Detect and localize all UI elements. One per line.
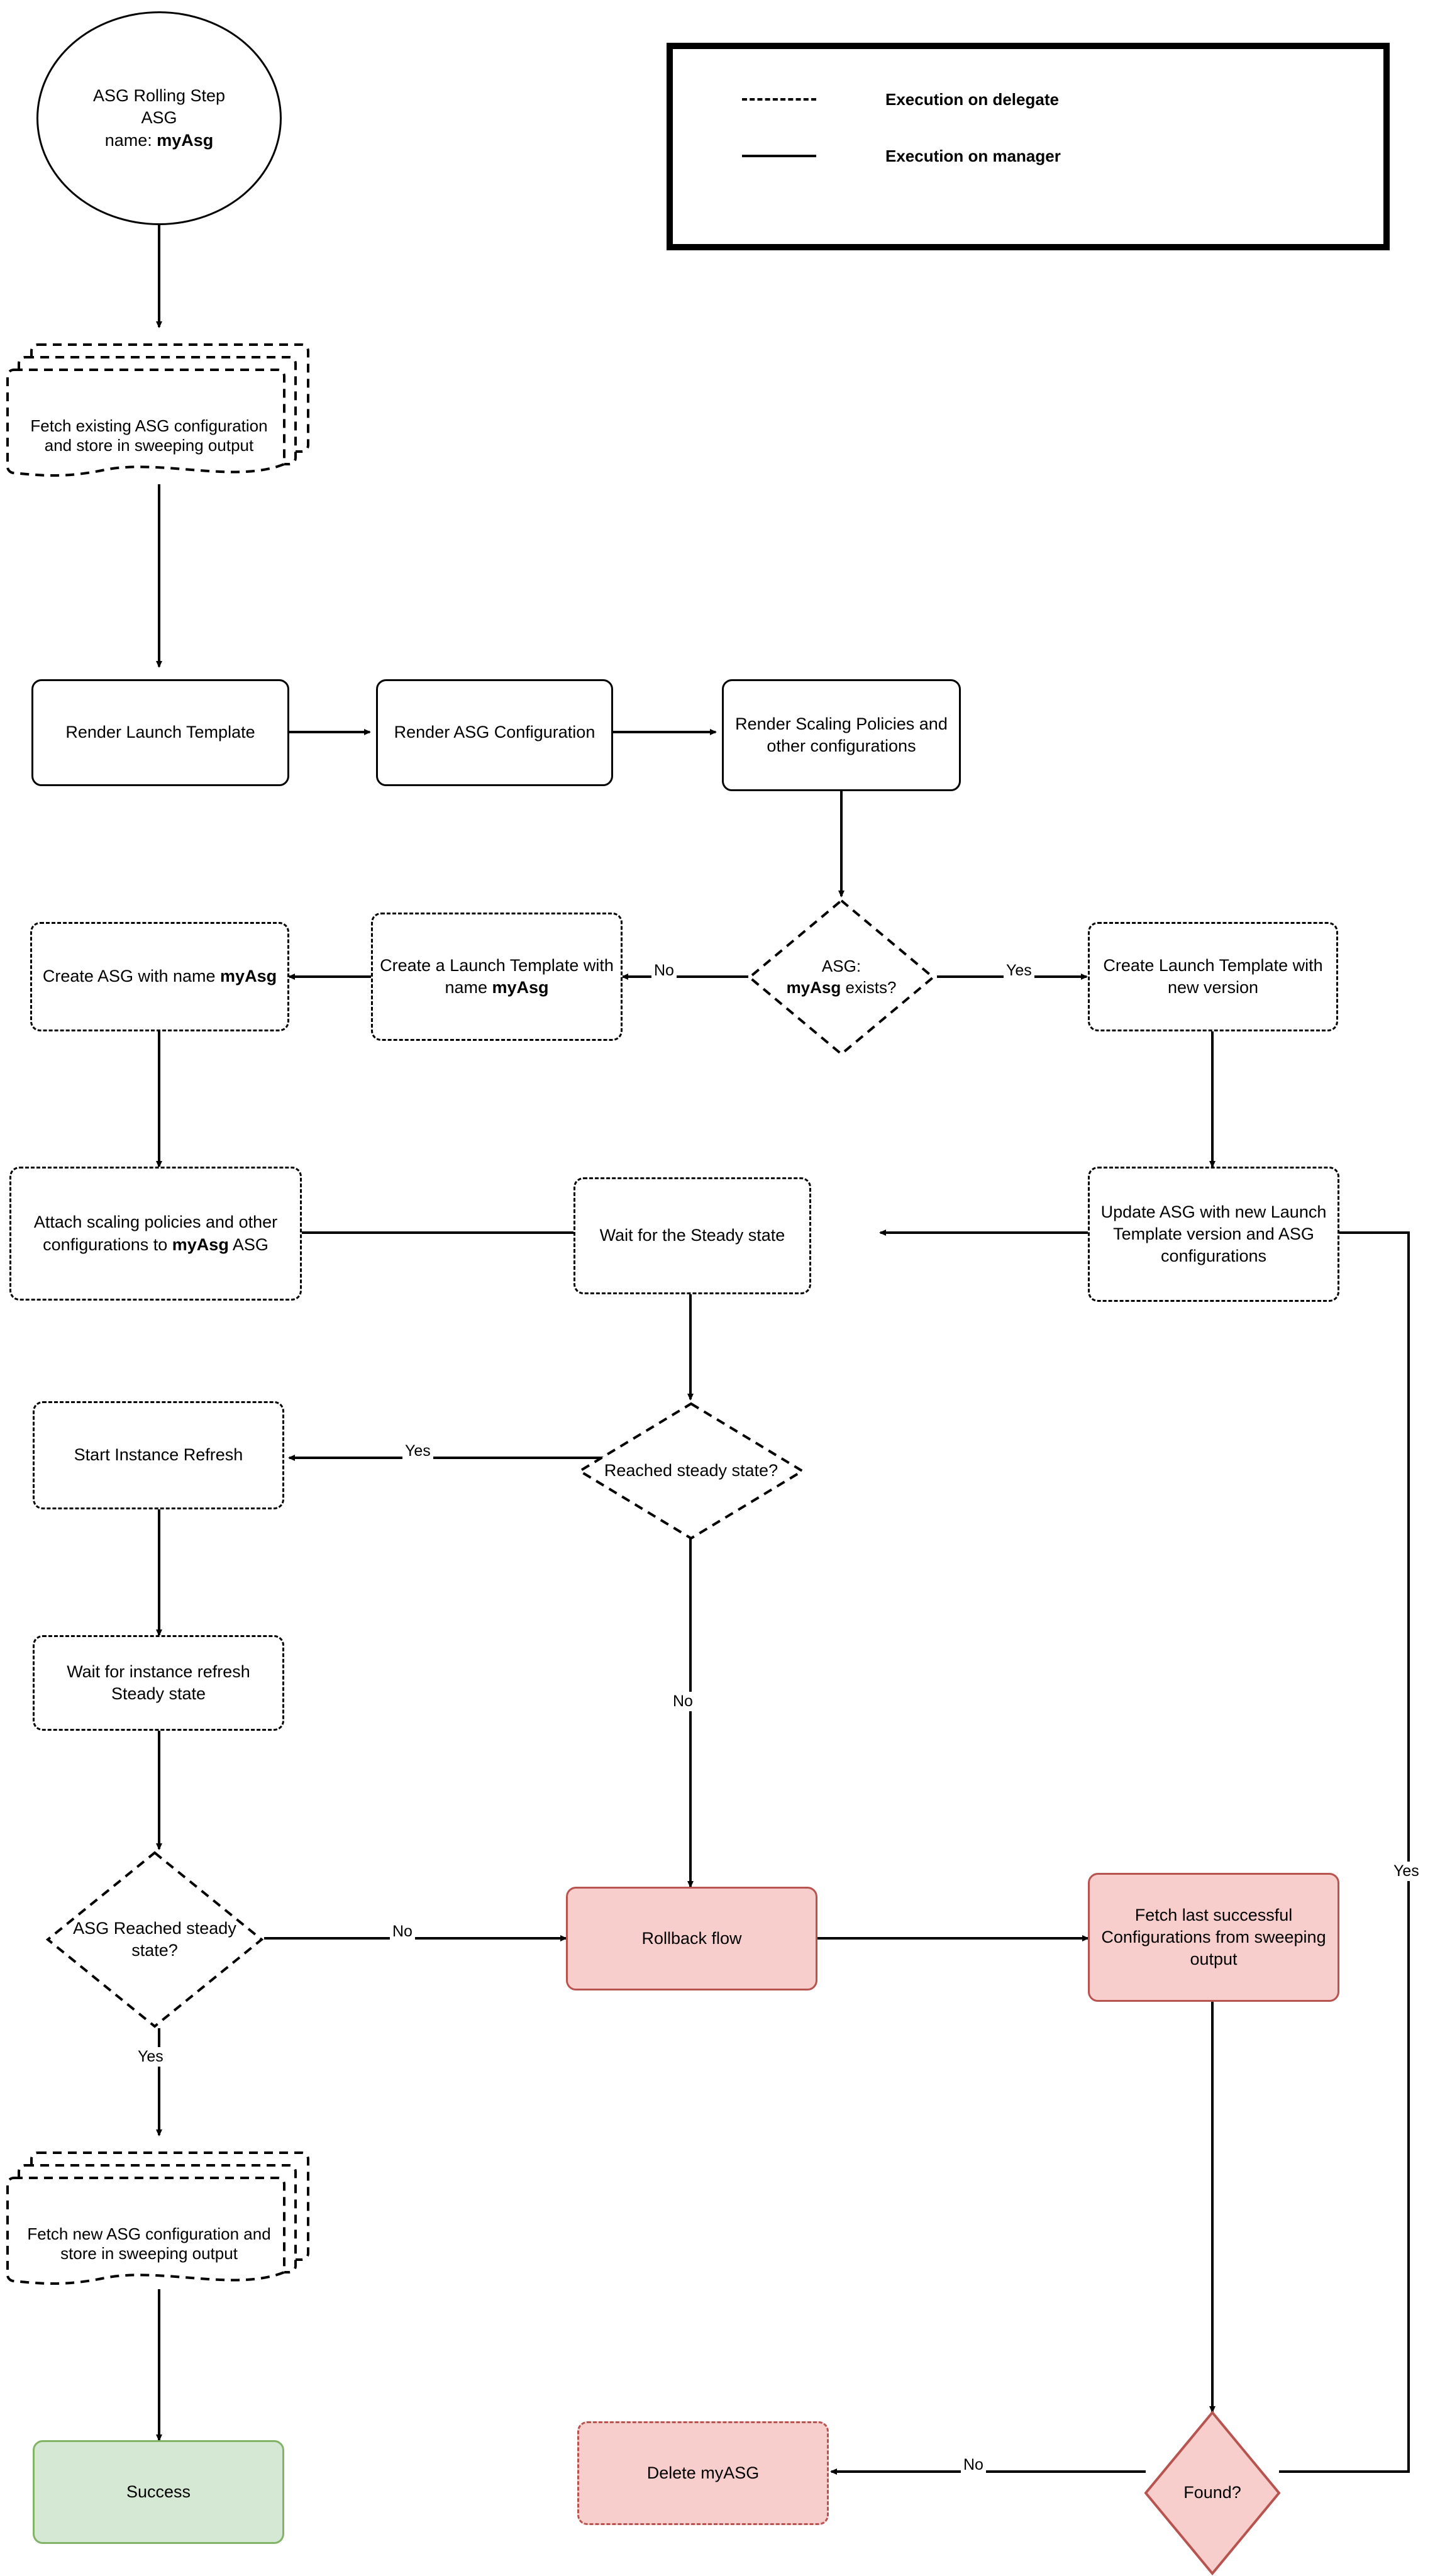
multi-document-shape — [6, 343, 309, 477]
start-node-label: ASG Rolling Step ASG name: myAsg — [89, 85, 229, 151]
node-attach-scaling-policies[interactable]: Attach scaling policies and other config… — [9, 1167, 302, 1301]
node-fetch-new-asg-config[interactable]: Fetch new ASG configuration and store in… — [6, 2135, 321, 2292]
edge-label-no-rollback-reached: No — [670, 1692, 695, 1711]
legend-row-delegate: Execution on delegate — [742, 87, 1308, 112]
node-render-launch-template[interactable]: Render Launch Template — [31, 679, 289, 786]
decision-line-1: ASG: — [821, 957, 861, 976]
create-asg-bold: myAsg — [220, 967, 277, 986]
node-label: Delete myASG — [646, 2463, 760, 2482]
node-label: Rollback flow — [641, 1928, 742, 1948]
decision-line-2-rest: exists? — [841, 978, 897, 997]
node-label: Start Instance Refresh — [74, 1445, 243, 1465]
start-line-3-bold: myAsg — [157, 130, 214, 150]
edge-label-no-create-lt: No — [651, 961, 677, 980]
create-asg-text: Create ASG with name — [42, 967, 221, 986]
decision-found[interactable]: Found? — [1143, 2410, 1282, 2576]
legend-row-manager: Execution on manager — [742, 143, 1308, 169]
edge-label-yes-create-lt-new: Yes — [1004, 961, 1034, 980]
edge-label-no-rollback-asg-reached: No — [390, 1922, 415, 1941]
legend-box: Execution on delegate Execution on manag… — [667, 43, 1390, 250]
node-label: Fetch new ASG configuration and store in… — [27, 2224, 271, 2263]
solid-line-sample — [742, 155, 816, 157]
node-label: ASG: myAsg exists? — [783, 956, 900, 999]
node-create-asg-with-name[interactable]: Create ASG with name myAsg — [30, 922, 289, 1031]
start-line-3-prefix: name: — [104, 130, 157, 150]
node-update-asg-with-new-lt[interactable]: Update ASG with new Launch Template vers… — [1088, 1167, 1339, 1302]
create-lt-text: Create a Launch Template with name — [380, 955, 614, 997]
node-start-instance-refresh[interactable]: Start Instance Refresh — [33, 1401, 284, 1509]
node-label: Reached steady state? — [604, 1461, 778, 1480]
node-label: Create Launch Template with new version — [1103, 955, 1323, 997]
start-line-1: ASG Rolling Step — [92, 86, 226, 106]
node-label: Create a Launch Template with name myAsg — [373, 955, 621, 999]
edge-label-no-delete: No — [961, 2455, 986, 2475]
node-label: Wait for instance refresh Steady state — [67, 1662, 250, 1703]
create-lt-bold: myAsg — [492, 978, 549, 997]
node-label: Attach scaling policies and other config… — [11, 1211, 300, 1255]
node-wait-instance-refresh-steady[interactable]: Wait for instance refresh Steady state — [33, 1635, 284, 1731]
node-label: Render Launch Template — [65, 723, 255, 742]
node-fetch-last-successful-configs[interactable]: Fetch last successful Configurations fro… — [1088, 1873, 1339, 2002]
node-delete-myasg[interactable]: Delete myASG — [577, 2421, 829, 2525]
node-label: ASG Reached steady state? — [73, 1918, 236, 1960]
start-line-2: ASG — [141, 108, 177, 128]
diamond-shape — [45, 1850, 264, 2029]
dashed-line-sample — [742, 98, 816, 101]
node-label: Render ASG Configuration — [394, 723, 595, 742]
edge-label-yes-instance-refresh: Yes — [402, 1441, 433, 1461]
node-label: Wait for the Steady state — [599, 1226, 785, 1245]
decision-asg-reached-steady-state[interactable]: ASG Reached steady state? — [45, 1850, 264, 2029]
node-render-asg-configuration[interactable]: Render ASG Configuration — [376, 679, 613, 786]
node-render-scaling-policies[interactable]: Render Scaling Policies and other config… — [722, 679, 961, 791]
decision-reached-steady-state[interactable]: Reached steady state? — [577, 1401, 805, 1541]
node-wait-for-steady-state[interactable]: Wait for the Steady state — [573, 1177, 811, 1294]
node-create-a-launch-template[interactable]: Create a Launch Template with name myAsg — [371, 913, 623, 1041]
diamond-shape — [747, 898, 936, 1057]
decision-asg-myasg-exists[interactable]: ASG: myAsg exists? — [747, 898, 936, 1057]
node-success[interactable]: Success — [33, 2440, 284, 2544]
node-create-launch-template-new-version[interactable]: Create Launch Template with new version — [1088, 922, 1338, 1031]
legend-label-manager: Execution on manager — [885, 146, 1061, 165]
node-label: Render Scaling Policies and other config… — [735, 714, 948, 755]
node-rollback-flow[interactable]: Rollback flow — [566, 1887, 817, 1990]
attach-bold: myAsg — [172, 1235, 229, 1254]
start-node-asg-rolling-step[interactable]: ASG Rolling Step ASG name: myAsg — [36, 11, 282, 225]
node-label: Fetch last successful Configurations fro… — [1101, 1905, 1326, 1969]
node-label: Create ASG with name myAsg — [39, 965, 280, 987]
node-label: Success — [126, 2482, 191, 2501]
multi-document-shape — [6, 2151, 309, 2285]
attach-text-b: ASG — [228, 1235, 269, 1254]
node-label: Found? — [1183, 2483, 1241, 2502]
decision-line-2-bold: myAsg — [786, 978, 841, 997]
edge-label-yes-fetch-new-asg: Yes — [135, 2047, 166, 2067]
node-label: Update ASG with new Launch Template vers… — [1100, 1202, 1327, 1266]
attach-text-a: Attach scaling policies and other config… — [33, 1213, 278, 1254]
legend-label-delegate: Execution on delegate — [885, 89, 1059, 109]
edge-label-yes-loop-back: Yes — [1391, 1862, 1422, 1881]
node-label: Fetch existing ASG configuration and sto… — [30, 416, 268, 455]
node-fetch-existing-asg-config[interactable]: Fetch existing ASG configuration and sto… — [6, 327, 321, 484]
